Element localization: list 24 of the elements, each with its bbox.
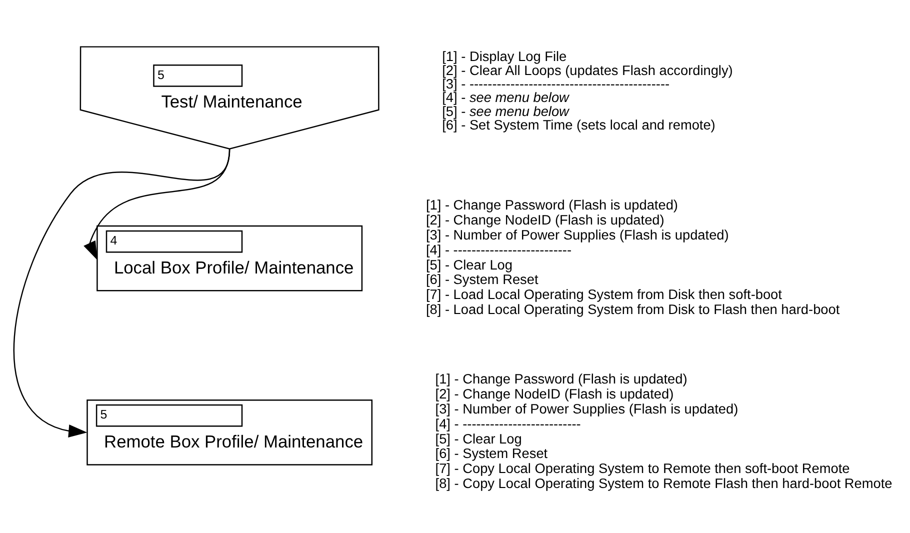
node-label: [8] - Load Local Operating System from Disk to Flash then hard-boot: [426, 302, 840, 318]
node-box: 5 Remote Box Profile/ Maintenance: [86, 399, 373, 466]
node-label: [8] - Copy Local Operating System to Remote Flash then hard-boot Remote: [435, 476, 892, 492]
node-label: [1] - Display Log File: [442, 49, 567, 64]
node-label: [3] - Number of Power Supplies (Flash is updated): [435, 401, 738, 416]
node-label: [1] - Change Password (Flash is updated): [426, 198, 678, 213]
node-label: [5] - Clear Log: [435, 431, 522, 446]
node-label: [6] - System Reset: [435, 446, 548, 462]
node-label: [2] - Change NodeID (Flash is updated): [426, 212, 664, 228]
node-label: [7] - Copy Local Operating System to Remote then soft-boot Remote: [435, 461, 850, 476]
node-label: [2] - Clear All Loops (updates Flash accordingly): [442, 62, 733, 78]
node-label: [5] - see menu below: [442, 104, 569, 119]
node-box: 4 Local Box Profile/ Maintenance: [96, 225, 363, 292]
node-label: [5] - Clear Log: [426, 257, 513, 272]
node-label: [2] - Change NodeID (Flash is updated): [435, 386, 674, 402]
node-label: [3] - Number of Power Supplies (Flash is updated): [426, 227, 729, 242]
node-label: [4] - --------------------------: [435, 416, 581, 432]
node-label: [6] - System Reset: [426, 272, 538, 288]
node-label: [6] - Set System Time (sets local and remote): [442, 118, 716, 133]
node-label: [7] - Load Local Operating System from Disk then soft-boot: [426, 287, 782, 302]
arrow: [14, 148, 230, 438]
node-label: [4] - --------------------------: [426, 242, 572, 258]
node-label: [1] - Change Password (Flash is updated): [435, 372, 688, 387]
node-label: [4] - see menu below: [442, 90, 569, 106]
